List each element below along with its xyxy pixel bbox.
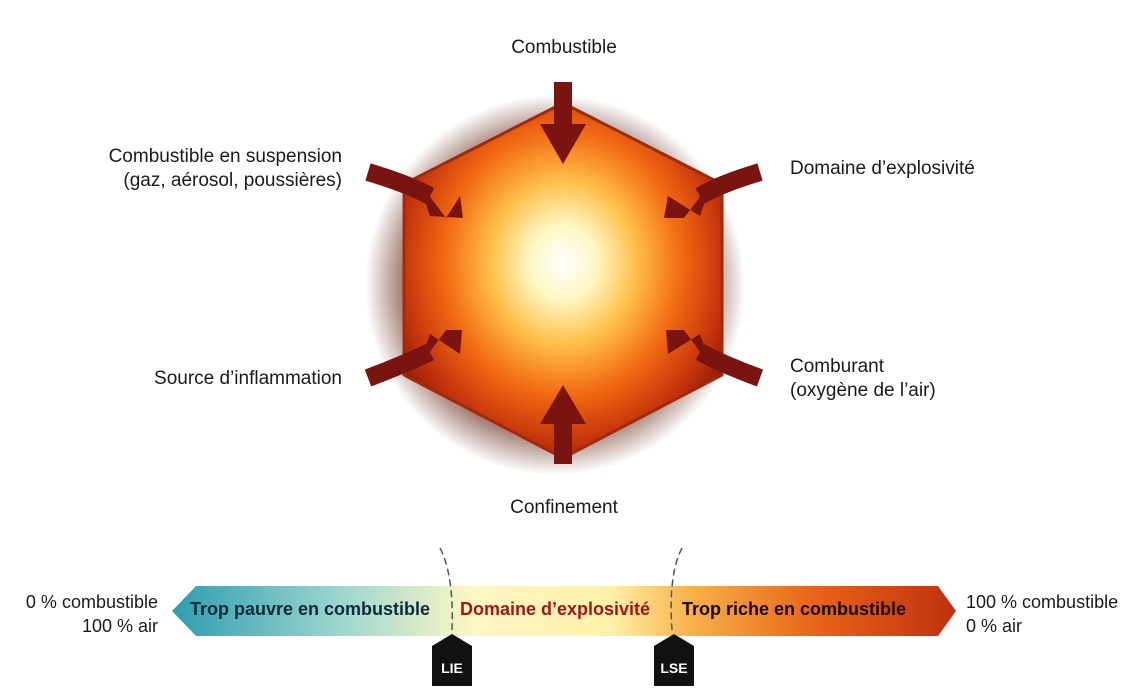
arrow-top-left (365, 163, 463, 218)
lie-divider-line (439, 547, 453, 631)
label-confinement: Confinement (510, 497, 618, 518)
arrow-bottom-right (666, 330, 764, 387)
label-combustible: Combustible (511, 37, 617, 58)
segment-trop-pauvre: Trop pauvre en combustible (190, 599, 431, 619)
scale-right-top-label: 100 % combustible (966, 592, 1119, 612)
segment-domaine-explosivite: Domaine d’explosivité (460, 599, 651, 619)
label-domaine-explosivite: Domaine d’explosivité (790, 158, 975, 179)
label-source-inflammation: Source d’inflammation (154, 368, 342, 389)
arrows (364, 82, 764, 464)
arrow-bottom-left (364, 330, 462, 387)
arrow-top-right (664, 163, 763, 218)
scale-left-bottom-label: 100 % air (81, 616, 158, 636)
marker-lse: LSE (654, 634, 694, 686)
marker-lie: LIE (432, 634, 472, 686)
label-comburant: Comburant (oxygène de l’air) (790, 356, 936, 401)
label-combustible-suspension: Combustible en suspension (gaz, aérosol,… (108, 146, 342, 191)
explosivity-scale-bar (172, 586, 956, 636)
lse-divider-line (670, 547, 683, 631)
segment-trop-riche: Trop riche en combustible (682, 599, 907, 619)
arrow-top (540, 82, 586, 164)
arrow-bottom (540, 385, 586, 464)
scale-right-bottom-label: 0 % air (966, 616, 1023, 636)
scale-left-top-label: 0 % combustible (25, 592, 158, 612)
